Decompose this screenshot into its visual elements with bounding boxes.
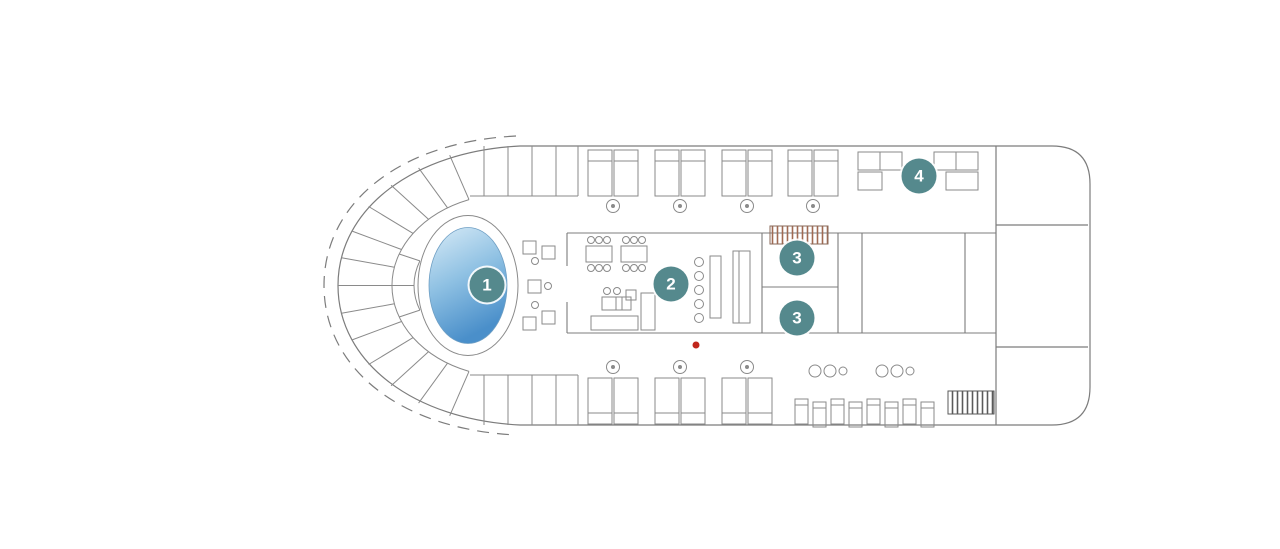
round-table bbox=[838, 366, 848, 376]
deck-marker-3[interactable]: 3 bbox=[779, 300, 815, 336]
pool-deck-rim bbox=[417, 215, 519, 356]
deck-marker-4[interactable]: 4 bbox=[901, 158, 937, 194]
pool-water bbox=[428, 227, 508, 344]
deck-marker-3[interactable]: 3 bbox=[779, 240, 815, 276]
hull-outline bbox=[323, 135, 1091, 436]
sofa-horizontal bbox=[590, 315, 639, 331]
poolside-seating bbox=[522, 240, 556, 331]
side-table bbox=[673, 360, 687, 374]
deck-marker-2[interactable]: 2 bbox=[653, 266, 689, 302]
bar-counter bbox=[732, 250, 751, 324]
bar-area bbox=[694, 250, 751, 324]
bar-stool bbox=[694, 271, 704, 281]
dining-area bbox=[585, 236, 656, 331]
dining-table bbox=[585, 245, 613, 263]
dining-table bbox=[620, 245, 648, 263]
aft-cabinets bbox=[857, 151, 979, 191]
sofa-vertical bbox=[640, 292, 656, 331]
side-table bbox=[606, 199, 620, 213]
position-dot bbox=[692, 341, 700, 349]
side-table bbox=[740, 199, 754, 213]
bar-stool bbox=[694, 299, 704, 309]
deckhouse-walls bbox=[566, 232, 996, 334]
bar-back-shelf bbox=[709, 255, 722, 319]
round-table bbox=[905, 366, 915, 376]
deck-grate-hatched bbox=[947, 390, 995, 415]
pool-steps-edge bbox=[413, 260, 421, 311]
side-table bbox=[673, 199, 687, 213]
round-table bbox=[808, 364, 822, 378]
pool bbox=[417, 215, 519, 356]
hull-solid-edge bbox=[337, 145, 1091, 426]
side-table bbox=[740, 360, 754, 374]
sun-loungers-bottom bbox=[587, 360, 773, 425]
hull-dashed-bow-overhang bbox=[323, 135, 517, 436]
round-table bbox=[823, 364, 837, 378]
side-table bbox=[606, 360, 620, 374]
bar-stool bbox=[694, 285, 704, 295]
deck-marker-1[interactable]: 1 bbox=[469, 267, 505, 303]
bar-stool bbox=[694, 257, 704, 267]
round-table bbox=[875, 364, 889, 378]
aft-deck-furniture bbox=[794, 364, 935, 428]
bow-sun-pad-ring bbox=[338, 146, 579, 425]
sun-loungers-top bbox=[587, 149, 839, 213]
side-table bbox=[806, 199, 820, 213]
bar-stool bbox=[694, 313, 704, 323]
round-table bbox=[890, 364, 904, 378]
coffee-table bbox=[615, 296, 632, 311]
